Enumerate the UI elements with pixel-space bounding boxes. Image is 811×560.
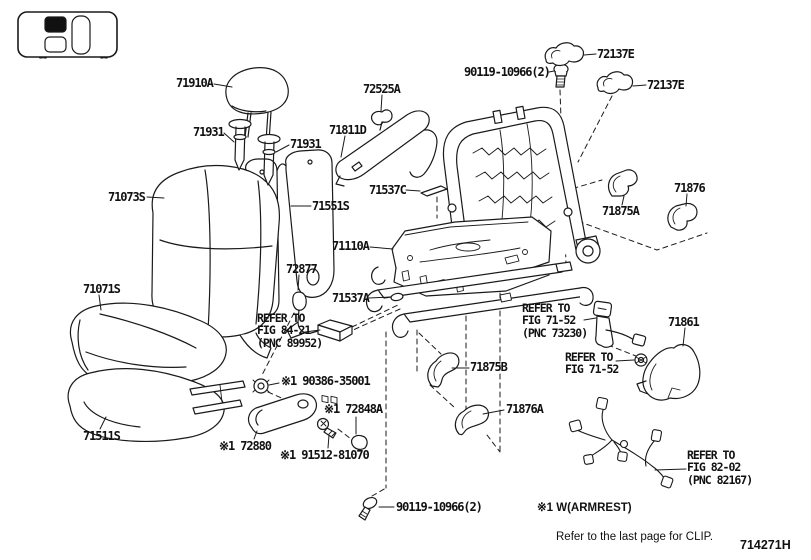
bolt-90119-top-drawing <box>553 63 569 88</box>
label-71931-a: 71931 <box>193 125 225 139</box>
label-72877: 72877 <box>286 262 318 276</box>
label-71537C: 71537C <box>369 183 407 197</box>
bracket-71875B-drawing <box>427 352 460 388</box>
armrest-drawing <box>247 393 318 435</box>
spacer-71537C-drawing <box>420 185 448 197</box>
seat-cushion-cover-drawing <box>69 302 227 387</box>
bracket-71876A-drawing <box>454 404 490 436</box>
label-90386-35001: ※1 90386-35001 <box>281 374 371 388</box>
label-90119-10966-bottom: 90119-10966(2) <box>396 500 483 514</box>
doc-code: 714271H <box>740 538 791 552</box>
label-71910A: 71910A <box>176 76 214 90</box>
seat-back-cover-drawing <box>151 164 281 359</box>
note-clip: Refer to the last page for CLIP. <box>556 531 714 543</box>
note-refer-fig-71-52: REFER TO FIG 71-52 <box>565 350 619 377</box>
cap-72848A-drawing <box>351 434 368 450</box>
bolt-90119-bottom-drawing <box>358 496 378 521</box>
note-refer-fig-84-21: REFER TO FIG 84-21 (PNC 89952) <box>257 311 323 350</box>
label-71537A: 71537A <box>332 291 370 305</box>
label-71875B: 71875B <box>470 360 508 374</box>
grommet-90386-drawing <box>252 378 270 394</box>
clip-72137E-drawings <box>544 42 634 95</box>
headrest-support-drawings <box>228 118 281 186</box>
leader-lines <box>98 53 688 508</box>
seat-position-indicator-icon <box>17 11 118 59</box>
note-armrest: ※1 W(ARMREST) <box>537 502 632 514</box>
label-71071S: 71071S <box>83 282 121 296</box>
label-72137E-b: 72137E <box>647 78 685 92</box>
label-90119-10966-top: 90119-10966(2) <box>464 65 551 79</box>
anchor-nut-drawing <box>634 353 648 367</box>
note-refer-fig-71-52-pnc: REFER TO FIG 71-52 (PNC 73230) <box>522 301 588 340</box>
label-71931-b: 71931 <box>290 137 322 151</box>
label-71811D: 71811D <box>329 123 367 137</box>
seat-switch-drawing <box>317 319 353 405</box>
belt-buckle-drawing <box>592 300 647 348</box>
label-71876: 71876 <box>674 181 706 195</box>
label-71875A: 71875A <box>602 204 640 218</box>
label-71511S: 71511S <box>83 429 121 443</box>
recliner-cover-drawing <box>636 343 701 401</box>
label-71876A: 71876A <box>506 402 544 416</box>
seat-cushion-pad-drawing <box>67 368 246 443</box>
label-71551S: 71551S <box>312 199 350 213</box>
wiring-harness-drawing <box>568 396 674 489</box>
note-refer-fig-82-02: REFER TO FIG 82-02 (PNC 82167) <box>687 448 753 487</box>
seat-frame-drawing <box>365 105 601 338</box>
label-72880: ※1 72880 <box>219 439 272 453</box>
clip-71537A-drawing <box>390 292 404 302</box>
label-71861: 71861 <box>668 315 700 329</box>
seat-side-shield-drawing <box>335 109 438 187</box>
bracket-71875A-drawing <box>607 169 638 197</box>
grommet-72877-drawing <box>292 291 307 311</box>
label-91512-81070: ※1 91512-81070 <box>280 448 370 462</box>
label-71110A: 71110A <box>332 239 370 253</box>
armrest-bolt-drawing <box>316 417 337 439</box>
label-72137E-a: 72137E <box>597 47 635 61</box>
label-72525A: 72525A <box>363 82 401 96</box>
label-72848A: ※1 72848A <box>324 402 383 416</box>
label-71073S: 71073S <box>108 190 146 204</box>
bracket-71876-drawing <box>667 202 698 231</box>
clip-72525A-drawing <box>371 109 393 126</box>
